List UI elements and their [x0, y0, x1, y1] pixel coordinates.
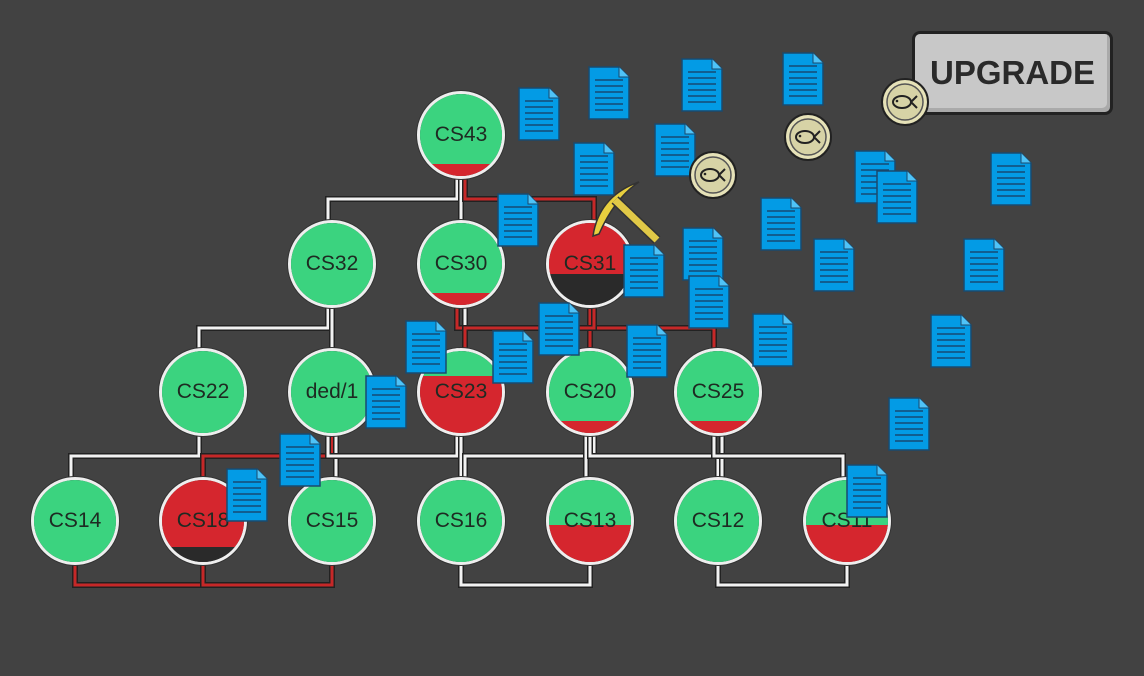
document-icon[interactable] [760, 197, 802, 251]
damaged-bar [549, 525, 631, 562]
node-label: ded/1 [305, 380, 359, 403]
server-node-cs12[interactable]: CS12 [674, 477, 762, 565]
healthy-bar [291, 480, 373, 562]
damaged-bar [677, 420, 759, 433]
healthy-bar [291, 351, 373, 433]
server-node-cs20[interactable]: CS20 [546, 348, 634, 436]
link [463, 308, 596, 348]
damaged-bar [420, 292, 502, 305]
document-icon[interactable] [990, 152, 1032, 206]
document-icon[interactable] [226, 468, 268, 522]
document-icon[interactable] [963, 238, 1005, 292]
node-label: CS15 [305, 509, 359, 532]
bottom-link [458, 565, 593, 588]
node-label: CS23 [434, 380, 488, 403]
bottom-link [459, 565, 592, 587]
bottom-link [201, 565, 334, 587]
damaged-bar [420, 163, 502, 176]
healthy-bar [677, 351, 759, 421]
link [201, 436, 334, 477]
damaged-bar [549, 420, 631, 433]
document-icon[interactable] [681, 58, 723, 112]
link [712, 436, 845, 477]
node-label: CS16 [434, 509, 488, 532]
node-label: CS31 [563, 252, 617, 275]
node-label: CS20 [563, 380, 617, 403]
document-icon[interactable] [888, 397, 930, 451]
healthy-bar [549, 351, 631, 421]
pickaxe-icon[interactable] [585, 178, 665, 250]
document-icon[interactable] [538, 302, 580, 356]
document-icon[interactable] [623, 244, 665, 298]
document-icon[interactable] [497, 193, 539, 247]
fish-coin-icon[interactable] [783, 112, 833, 162]
document-icon[interactable] [588, 66, 630, 120]
destroyed-bar [549, 273, 631, 305]
healthy-bar [34, 480, 116, 562]
healthy-bar [677, 480, 759, 562]
document-icon[interactable] [752, 313, 794, 367]
document-icon[interactable] [518, 87, 560, 141]
node-label: CS30 [434, 252, 488, 275]
server-node-cs14[interactable]: CS14 [31, 477, 119, 565]
bottom-link [715, 565, 850, 588]
healthy-bar [549, 480, 631, 526]
server-node-cs22[interactable]: CS22 [159, 348, 247, 436]
server-node-cs13[interactable]: CS13 [546, 477, 634, 565]
healthy-bar [162, 351, 244, 433]
document-icon[interactable] [846, 464, 888, 518]
document-icon[interactable] [405, 320, 447, 374]
server-node-cs32[interactable]: CS32 [288, 220, 376, 308]
healthy-bar [420, 94, 502, 164]
document-icon[interactable] [365, 375, 407, 429]
healthy-bar [291, 223, 373, 305]
server-node-cs15[interactable]: CS15 [288, 477, 376, 565]
server-node-cs23[interactable]: CS23 [417, 348, 505, 436]
destroyed-bar [162, 547, 244, 562]
document-icon[interactable] [626, 324, 668, 378]
document-icon[interactable] [279, 433, 321, 487]
bottom-link [72, 565, 206, 588]
document-icon[interactable] [682, 227, 724, 281]
link [69, 436, 201, 477]
document-icon[interactable] [876, 170, 918, 224]
node-label: CS25 [691, 380, 745, 403]
server-node-cs30[interactable]: CS30 [417, 220, 505, 308]
server-node-cs16[interactable]: CS16 [417, 477, 505, 565]
damaged-bar [420, 375, 502, 433]
fish-coin-icon[interactable] [880, 77, 930, 127]
node-label: CS22 [176, 380, 230, 403]
healthy-bar [420, 223, 502, 293]
node-label: CS14 [48, 509, 102, 532]
node-label: CS13 [563, 509, 617, 532]
link [463, 436, 596, 477]
document-icon[interactable] [813, 238, 855, 292]
document-icon[interactable] [688, 275, 730, 329]
damaged-bar [549, 223, 631, 274]
node-label: CS12 [691, 509, 745, 532]
server-node-cs31[interactable]: CS31 [546, 220, 634, 308]
document-icon[interactable] [654, 123, 696, 177]
fish-coin-icon[interactable] [688, 150, 738, 200]
healthy-bar [420, 480, 502, 562]
server-node-cs25[interactable]: CS25 [674, 348, 762, 436]
node-label: CS32 [305, 252, 359, 275]
bottom-link [716, 565, 849, 587]
link [588, 436, 720, 477]
upgrade-button[interactable]: UPGRADE [912, 31, 1113, 115]
node-label: CS43 [434, 123, 488, 146]
document-icon[interactable] [492, 330, 534, 384]
bottom-link [200, 565, 335, 588]
document-icon[interactable] [573, 142, 615, 196]
server-node-cs43[interactable]: CS43 [417, 91, 505, 179]
document-icon[interactable] [782, 52, 824, 106]
link [197, 308, 330, 348]
damaged-bar [806, 525, 888, 562]
node-label: CS18 [176, 509, 230, 532]
document-icon[interactable] [930, 314, 972, 368]
link [326, 179, 459, 220]
server-node-ded1[interactable]: ded/1 [288, 348, 376, 436]
